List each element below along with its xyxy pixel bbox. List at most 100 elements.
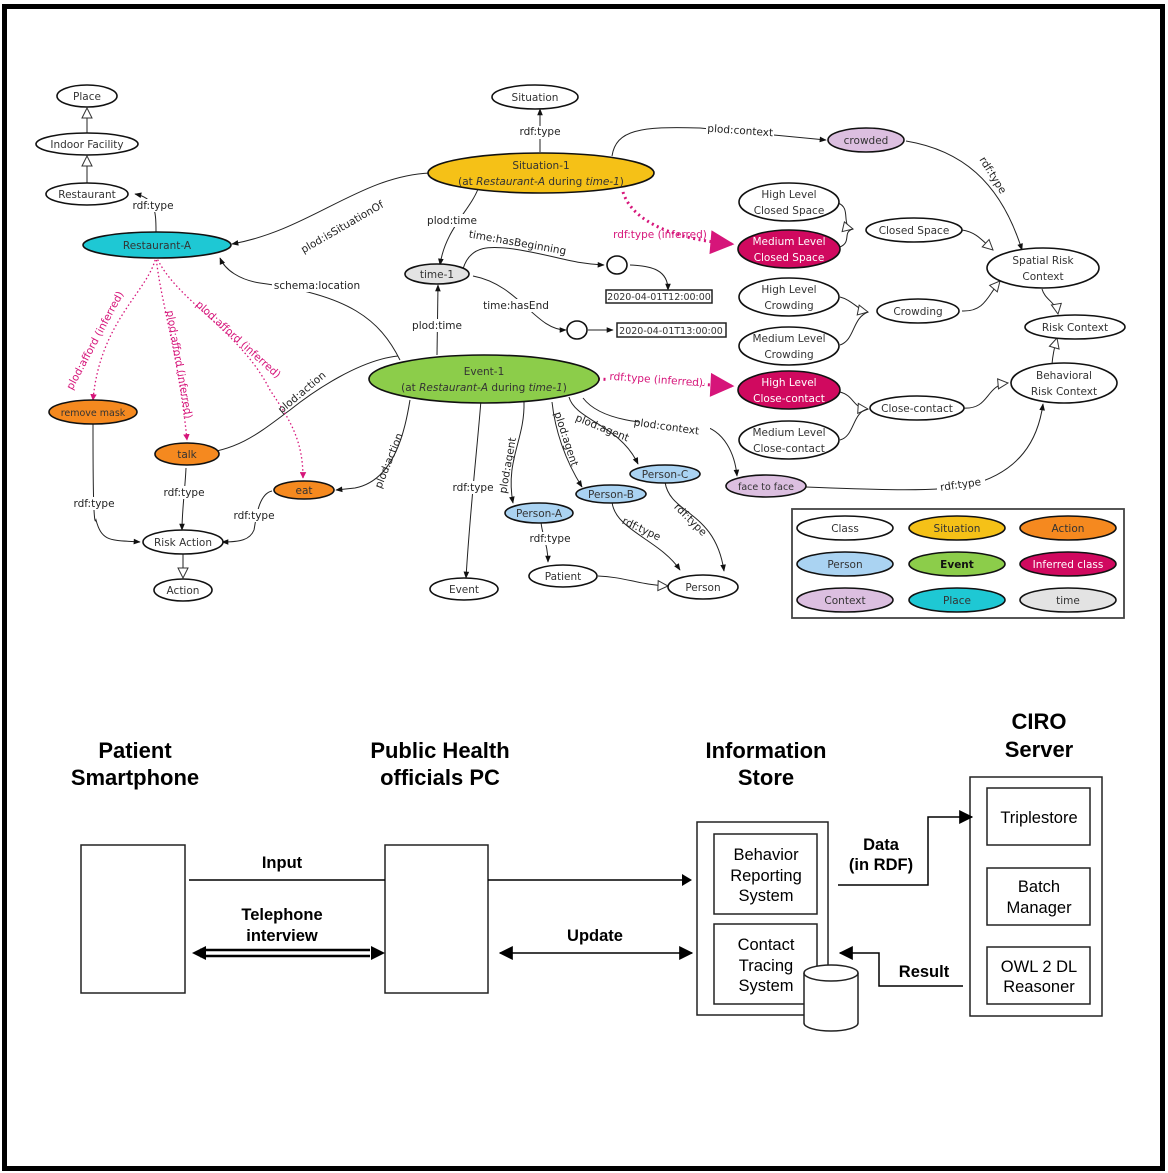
node-risk-context[interactable]: Risk Context: [1024, 314, 1126, 340]
edge-closedspace-sub: [961, 229, 993, 250]
legend-item-class: Class: [796, 515, 894, 541]
legend-label-inferred-class: Inferred class: [1033, 559, 1104, 571]
edge-isSituationOf: [231, 172, 431, 246]
node-high-close-contact[interactable]: High Level Close-contact: [737, 370, 841, 410]
edge-behavioral-sub: [1052, 338, 1057, 365]
edge-action-talk: [197, 355, 399, 457]
node-indoor-facility[interactable]: Indoor Facility: [35, 132, 139, 156]
node-remove-mask-label: remove mask: [61, 408, 126, 419]
node-spatial-risk-line1: Spatial Risk: [1012, 255, 1074, 267]
legend-label-event: Event: [940, 559, 974, 571]
node-behavioral-line2: Risk Context: [1031, 386, 1097, 398]
node-end-value[interactable]: 2020-04-01T13:00:00: [616, 322, 727, 338]
behavior-reporting-box[interactable]: [713, 833, 818, 915]
node-face-to-face[interactable]: face to face: [725, 474, 807, 498]
node-person[interactable]: Person: [667, 574, 739, 600]
node-event[interactable]: Event: [429, 577, 499, 601]
edge-afford-removemask: [90, 255, 157, 401]
legend-swatch-class: [796, 515, 894, 541]
title-patient-line1: Patient: [98, 738, 172, 763]
node-medium-close-contact[interactable]: Medium Level Close-contact: [738, 420, 840, 460]
legend-swatch-place: [908, 587, 1006, 613]
contact-tracing-box[interactable]: [713, 923, 818, 1005]
node-event-1[interactable]: Event-1 (at Restaurant-A during time-1): [368, 354, 600, 404]
triplestore-box[interactable]: [986, 787, 1091, 846]
node-closed-space[interactable]: Closed Space: [865, 217, 963, 243]
behavior-reporting-line2: Reporting: [730, 867, 802, 885]
node-high-closed-space[interactable]: High Level Closed Space: [738, 182, 840, 222]
node-restaurant[interactable]: Restaurant: [45, 182, 129, 206]
title-publichealth-line1: Public Health: [370, 738, 509, 763]
node-medium-contact-line2: Close-contact: [753, 443, 825, 455]
node-patient[interactable]: Patient: [528, 564, 598, 588]
node-crowded[interactable]: crowded: [827, 127, 905, 153]
node-crowding[interactable]: Crowding: [876, 298, 960, 324]
node-close-contact[interactable]: Close-contact: [869, 395, 965, 421]
node-spatial-risk-context[interactable]: Spatial Risk Context: [986, 247, 1100, 289]
edge-medclosed-sub: [839, 228, 854, 248]
behavior-reporting-line3: System: [738, 887, 793, 905]
node-risk-action[interactable]: Risk Action: [142, 529, 224, 555]
node-talk[interactable]: talk: [154, 442, 220, 466]
node-talk-label: talk: [177, 449, 197, 461]
legend-swatch-situation: [908, 515, 1006, 541]
node-time-1[interactable]: time-1: [404, 263, 470, 285]
edge-highclosed-sub: [837, 202, 853, 229]
legend-item-action: Action: [1019, 515, 1117, 541]
batch-manager-box[interactable]: [986, 867, 1091, 926]
label-has-beginning: time:hasBeginning: [468, 229, 567, 258]
node-situation-1-title: Situation-1: [512, 160, 569, 172]
label-situation-inferred-type: rdf:type (inferred): [613, 229, 707, 241]
node-person-c[interactable]: Person-C: [629, 464, 701, 484]
label-afford-eat: plod:afford (inferred): [193, 299, 283, 381]
edge-talk-type: [179, 467, 187, 531]
edge-event-type: [463, 399, 482, 579]
node-medium-crowding[interactable]: Medium Level Crowding: [738, 326, 840, 366]
node-medium-closed-space[interactable]: Medium Level Closed Space: [737, 229, 841, 269]
label-event-context: plod:context: [633, 417, 700, 438]
public-health-pc-box[interactable]: [384, 844, 489, 994]
node-eat[interactable]: eat: [273, 480, 335, 500]
edge-crowded-type: [905, 140, 1023, 251]
label-action-talk: plod:action: [276, 369, 329, 416]
edge-agent-a: [509, 401, 525, 504]
node-medium-closed-line1: Medium Level: [752, 236, 825, 248]
edge-highcontact-sub: [839, 391, 868, 409]
telephone-label-line2: interview: [246, 927, 318, 945]
node-remove-mask[interactable]: remove mask: [48, 399, 138, 425]
node-end-blank: [566, 320, 588, 340]
node-situation-1[interactable]: Situation-1 (at Restaurant-A during time…: [427, 152, 655, 194]
node-high-crowding-line2: Crowding: [764, 300, 813, 312]
node-restaurant-a[interactable]: Restaurant-A: [82, 231, 232, 259]
node-person-label: Person: [685, 582, 720, 594]
edge-action-eat: [335, 399, 411, 493]
node-person-a[interactable]: Person-A: [504, 502, 574, 524]
node-restaurant-a-label: Restaurant-A: [123, 240, 192, 252]
edge-removemask-type: [92, 422, 141, 545]
node-high-contact-line1: High Level: [761, 377, 816, 389]
node-person-b-label: Person-B: [588, 489, 634, 501]
node-action[interactable]: Action: [153, 578, 213, 602]
node-person-c-label: Person-C: [642, 469, 688, 481]
node-closed-space-label: Closed Space: [879, 225, 950, 237]
node-begin-value[interactable]: 2020-04-01T12:00:00: [605, 289, 713, 304]
input-label: Input: [262, 854, 303, 872]
node-behavioral-risk-context[interactable]: Behavioral Risk Context: [1010, 362, 1118, 404]
legend-item-time: time: [1019, 587, 1117, 613]
node-situation-label: Situation: [512, 92, 559, 104]
label-afford-removemask: plod:afford (inferred): [64, 289, 126, 391]
node-place[interactable]: Place: [56, 84, 118, 108]
node-spatial-risk-line2: Context: [1022, 271, 1063, 283]
patient-smartphone-box[interactable]: [80, 844, 186, 994]
node-begin-value-label: 2020-04-01T12:00:00: [607, 292, 711, 303]
label-event-time: plod:time: [412, 320, 462, 332]
owl-reasoner-box[interactable]: [986, 946, 1091, 1005]
label-has-end: time:hasEnd: [483, 300, 549, 312]
node-high-crowding[interactable]: High Level Crowding: [738, 277, 840, 317]
node-event-label: Event: [449, 584, 479, 596]
node-situation[interactable]: Situation: [491, 84, 579, 110]
node-medium-contact-line1: Medium Level: [752, 427, 825, 439]
node-person-b[interactable]: Person-B: [575, 484, 647, 504]
